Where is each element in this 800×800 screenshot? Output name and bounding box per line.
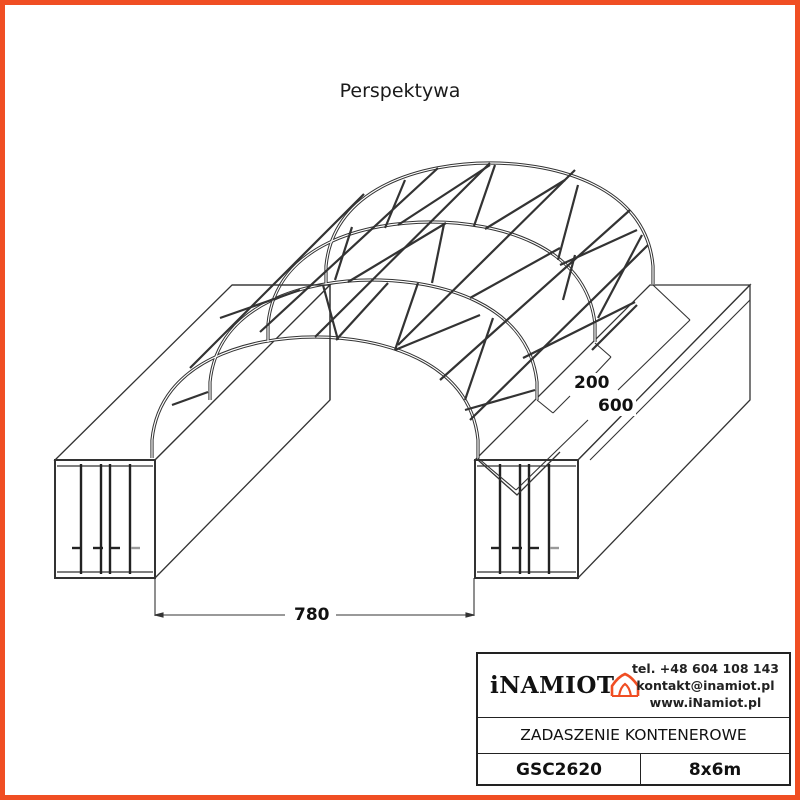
product-size: 8x6m xyxy=(688,760,742,780)
dimension-bay-label: 200 xyxy=(572,373,612,393)
drawing-title: Perspektywa xyxy=(339,80,461,102)
brand-logo: iNAMIOT xyxy=(490,672,615,699)
contact-website: www.iNamiot.pl xyxy=(649,695,762,710)
dimension-width-label: 780 xyxy=(292,605,332,625)
tent-icon xyxy=(610,672,640,697)
left-container xyxy=(53,283,332,580)
title-block-header: iNAMIOT tel. +48 604 108 143 kontakt@ina… xyxy=(478,654,789,718)
contact-email: kontakt@inamiot.pl xyxy=(636,678,775,693)
dimension-lines xyxy=(154,284,751,618)
contact-info: tel. +48 604 108 143 kontakt@inamiot.pl … xyxy=(632,660,779,711)
product-code: GSC2620 xyxy=(478,754,641,786)
contact-phone: tel. +48 604 108 143 xyxy=(631,661,779,676)
product-name: ZADASZENIE KONTENEROWE xyxy=(478,717,789,754)
dimension-length-label: 600 xyxy=(596,396,636,416)
bracing xyxy=(171,162,649,421)
title-block: iNAMIOT tel. +48 604 108 143 kontakt@ina… xyxy=(476,652,791,786)
title-block-footer: GSC2620 8x6m xyxy=(478,754,789,786)
